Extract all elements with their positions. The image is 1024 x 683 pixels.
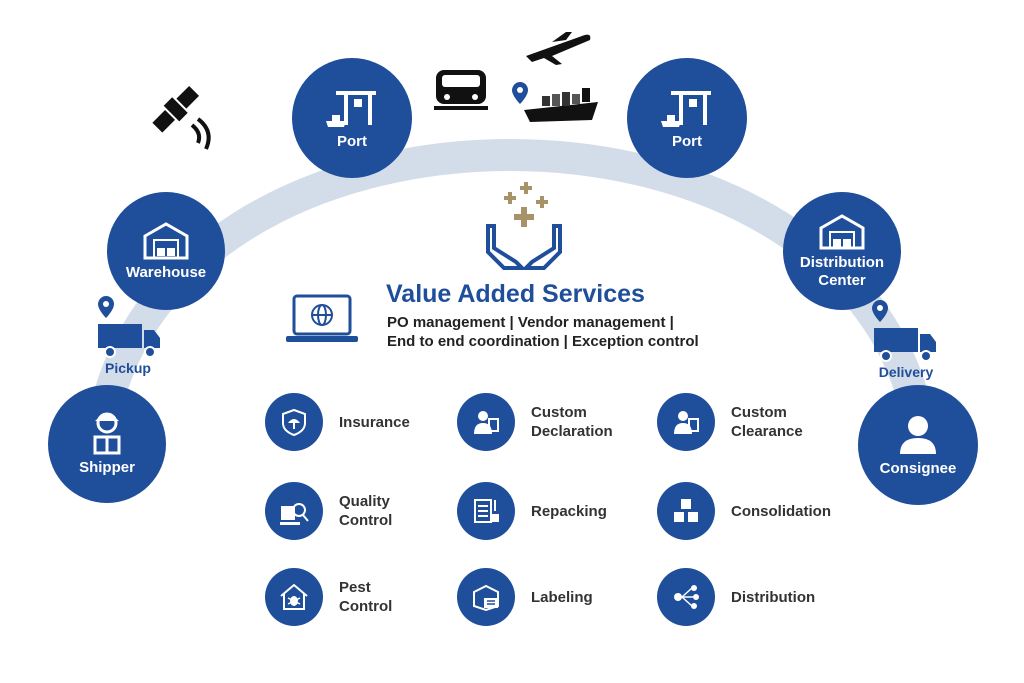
hands-plus-icon <box>486 182 562 270</box>
service-label-2: Clearance <box>731 423 803 440</box>
service-label-1: Pest <box>339 579 371 596</box>
checklist-box-icon <box>474 499 499 523</box>
port-right-node: Port <box>627 58 747 178</box>
delivery-truck-icon <box>872 300 936 362</box>
consignee-node: Consignee <box>858 385 978 505</box>
box-label-icon <box>473 584 499 612</box>
service-label-1: Custom <box>531 404 587 421</box>
pickup-truck-icon <box>98 296 160 358</box>
service-label-1: Insurance <box>339 413 410 431</box>
umbrella-shield-icon <box>282 408 306 437</box>
ship-icon <box>512 82 598 122</box>
warehouse-node: Warehouse <box>107 192 225 310</box>
port-crane-icon <box>326 91 376 127</box>
box-magnifier-icon <box>280 503 309 525</box>
shipper-label: Shipper <box>79 459 135 476</box>
airplane-icon <box>526 32 591 65</box>
consignee-label: Consignee <box>879 460 957 477</box>
service-consolidation: Consolidation <box>657 482 831 540</box>
service-label-2: Control <box>339 512 393 529</box>
house-bug-icon <box>280 583 308 610</box>
boxes-icon <box>674 499 698 522</box>
service-labeling: Labeling <box>457 568 593 626</box>
pickup-label: Pickup <box>105 360 151 376</box>
service-label-2: Control <box>339 598 393 615</box>
service-distribution: Distribution <box>657 568 815 626</box>
warehouse-icon <box>143 222 189 260</box>
laptop-globe-icon <box>286 294 358 342</box>
port-crane-icon <box>661 91 711 127</box>
warehouse-icon <box>819 214 865 250</box>
service-label-1: Custom <box>731 404 787 421</box>
person-icon <box>900 416 936 454</box>
service-insurance: Insurance <box>265 393 410 451</box>
distribution-center-label-2: Center <box>818 272 866 289</box>
service-repacking: Repacking <box>457 482 607 540</box>
service-label-1: Consolidation <box>731 502 831 520</box>
port-left-node: Port <box>292 58 412 178</box>
distribution-center-node: Distribution Center <box>783 192 901 310</box>
officer-document-icon <box>474 411 499 434</box>
worker-icon <box>93 412 121 455</box>
officer-document-icon <box>674 411 699 434</box>
train-icon <box>434 70 488 110</box>
shipper-node: Shipper <box>48 385 166 503</box>
service-label-1: Repacking <box>531 502 607 520</box>
network-people-icon <box>674 585 699 609</box>
service-label-1: Labeling <box>531 588 593 606</box>
service-label-2: Declaration <box>531 423 613 440</box>
service-label-1: Distribution <box>731 588 816 606</box>
service-label-1: Quality <box>339 493 390 510</box>
satellite-icon <box>152 85 211 150</box>
warehouse-label: Warehouse <box>125 264 207 281</box>
value-added-line-1: PO management | Vendor management | <box>387 314 674 331</box>
value-added-title: Value Added Services <box>386 280 645 308</box>
delivery-label: Delivery <box>878 364 934 380</box>
value-added-line-2: End to end coordination | Exception cont… <box>387 333 699 350</box>
port-left-label: Port <box>337 133 367 150</box>
distribution-center-label-1: Distribution <box>799 254 885 271</box>
port-right-label: Port <box>672 133 702 150</box>
